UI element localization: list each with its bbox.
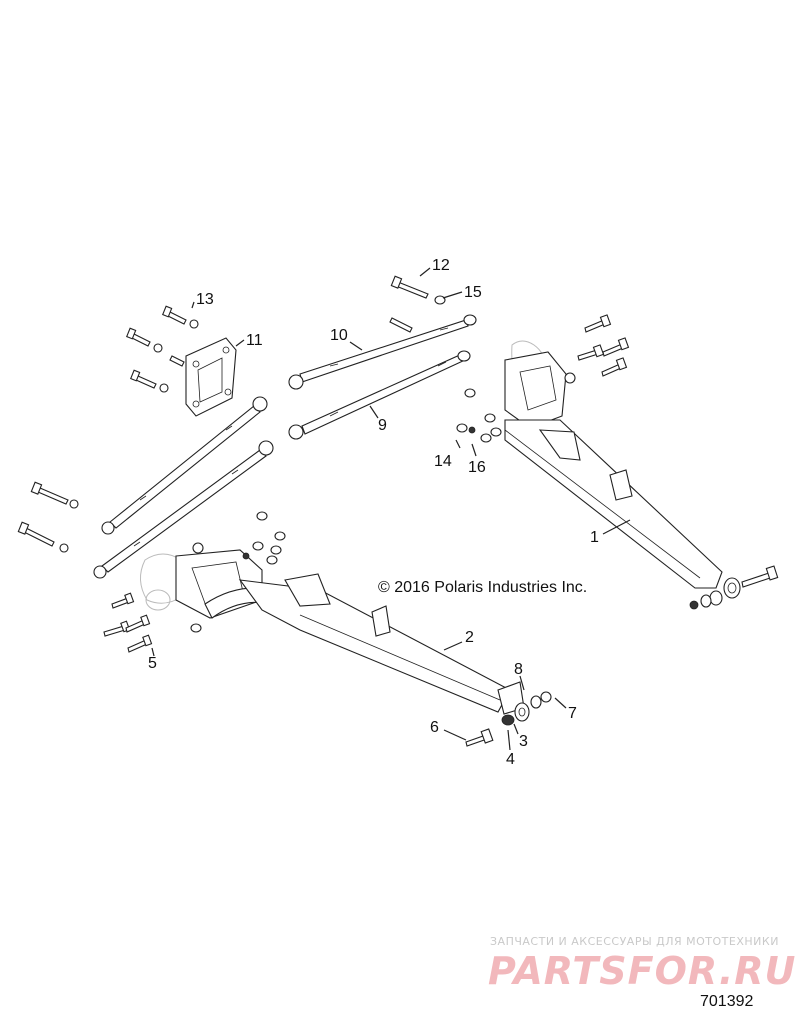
leader-lines — [151, 267, 631, 751]
callout-2: 2 — [465, 629, 474, 646]
figure-id: 701392 — [700, 993, 753, 1010]
callout-13: 13 — [196, 291, 214, 308]
mount-bracket — [126, 305, 237, 417]
callout-6: 6 — [430, 719, 439, 736]
callout-3: 3 — [519, 733, 528, 750]
callout-4: 4 — [506, 751, 515, 768]
toe-link-upper — [101, 396, 268, 535]
radius-rod-lower — [288, 350, 471, 440]
callout-16: 16 — [468, 459, 486, 476]
bolt-set-left — [103, 511, 286, 653]
rod-bolt-12 — [389, 275, 446, 333]
callout-15: 15 — [464, 284, 482, 301]
callout-10: 10 — [330, 327, 348, 344]
copyright-text: © 2016 Polaris Industries Inc. — [378, 579, 587, 596]
callout-8: 8 — [514, 661, 523, 678]
link-bolts — [17, 481, 79, 553]
callout-numbers: 1 2 3 4 5 6 7 8 9 10 11 12 13 14 15 16 — [148, 257, 599, 768]
callout-1: 1 — [590, 529, 599, 546]
watermark-tagline: ЗАПЧАСТИ И АКСЕССУАРЫ ДЛЯ МОТОТЕХНИКИ — [490, 935, 779, 948]
watermark-brand: PARTSFOR.RU — [488, 949, 796, 993]
trailing-arm-right — [504, 340, 779, 610]
callout-7: 7 — [568, 705, 577, 722]
callout-5: 5 — [148, 655, 157, 672]
callout-11: 11 — [246, 332, 263, 349]
toe-link-lower — [93, 440, 274, 579]
radius-rod-upper — [288, 314, 477, 390]
callout-14: 14 — [434, 453, 452, 470]
trailing-arm-left — [140, 549, 552, 747]
callout-9: 9 — [378, 417, 387, 434]
callout-12: 12 — [432, 257, 450, 274]
bolt-set-right — [456, 314, 630, 443]
